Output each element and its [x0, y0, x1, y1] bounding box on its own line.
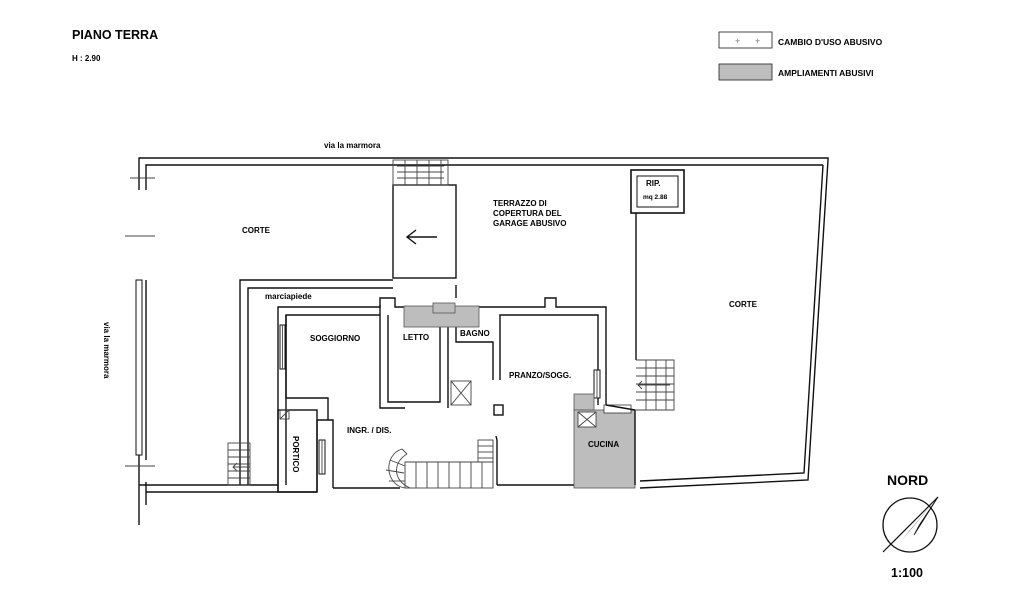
storage-area-label: mq 2.88	[643, 194, 668, 201]
legend-plus-icon: +	[735, 36, 740, 46]
windows	[135, 279, 601, 475]
sidewalk-label: marciapiede	[265, 292, 312, 301]
storage-room: RIP. mq 2.88	[630, 169, 685, 214]
sidewalk-outline	[239, 279, 457, 485]
plan-title: PIANO TERRA	[72, 28, 158, 42]
courtyard-right-label: CORTE	[729, 300, 758, 309]
terrace-label-3: GARAGE ABUSIVO	[493, 219, 567, 228]
interior-walls	[379, 305, 599, 486]
terrace-label-2: COPERTURA DEL	[493, 209, 562, 218]
street-label-top: via la marmora	[324, 141, 381, 150]
kitchen-label: CUCINA	[588, 440, 619, 449]
garage-access	[392, 159, 457, 279]
legend-change-of-use-label: CAMBIO D'USO ABUSIVO	[778, 37, 883, 47]
street-label-left: via la marmora	[102, 322, 111, 379]
exterior-stairs	[227, 359, 675, 486]
scale-label: 1:100	[891, 566, 923, 580]
legend-plus-icon: +	[755, 36, 760, 46]
north-arrow-icon	[882, 496, 939, 553]
legend-swatch-change-of-use	[718, 31, 773, 49]
terrace-label-1: TERRAZZO DI	[493, 199, 547, 208]
illegal-extensions	[403, 302, 636, 489]
porch-label: PORTICO	[291, 436, 300, 472]
legend-swatch-extensions	[718, 63, 773, 81]
living-room-label: SOGGIORNO	[310, 334, 360, 343]
bathroom-label: BAGNO	[460, 329, 490, 338]
interior-stair	[385, 439, 494, 489]
entrance-label: INGR. / DIS.	[347, 426, 391, 435]
dining-room-label: PRANZO/SOGG.	[509, 371, 571, 380]
north-label: NORD	[887, 472, 928, 488]
porch-details	[279, 409, 290, 420]
courtyard-left-label: CORTE	[242, 226, 271, 235]
ceiling-height: H : 2.90	[72, 54, 101, 63]
legend: + + CAMBIO D'USO ABUSIVO AMPLIAMENTI ABU…	[718, 31, 883, 81]
storage-label: RIP.	[646, 179, 661, 188]
bedroom-label: LETTO	[403, 333, 429, 342]
legend-extensions-label: AMPLIAMENTI ABUSIVI	[778, 68, 874, 78]
